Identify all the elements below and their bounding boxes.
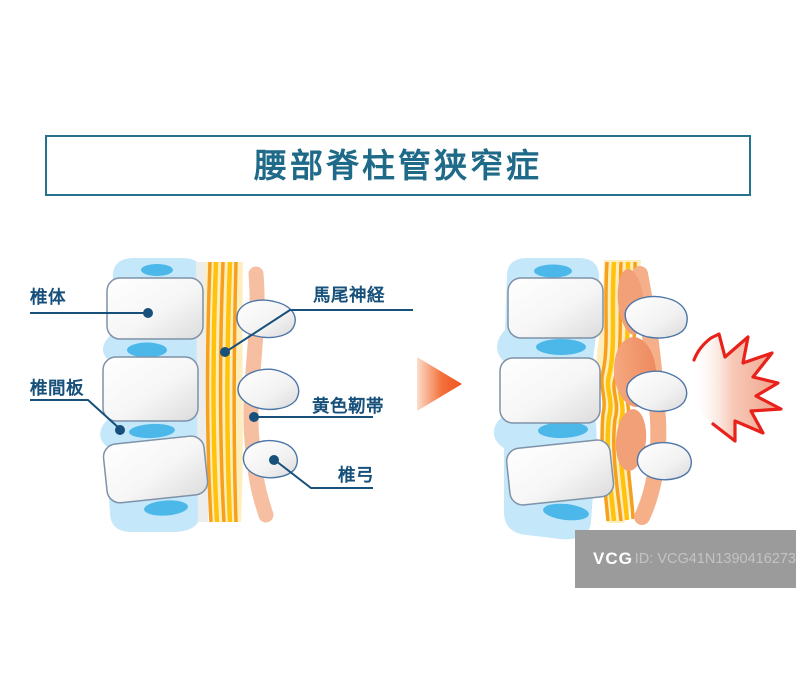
vertebra-shape: [106, 277, 204, 340]
label-dot: [269, 455, 279, 465]
vcg-logo-text: VCG: [593, 549, 633, 568]
disc-ellipse: [538, 421, 588, 439]
label-dot: [249, 412, 259, 422]
disc-ellipse: [141, 264, 173, 276]
label-dot: [220, 347, 230, 357]
stenotic-spine-diagram: [493, 258, 783, 540]
vertebral-arch-shape: [624, 295, 688, 339]
leader-line: [226, 309, 413, 352]
vertebral-arch-shape: [236, 299, 296, 339]
vertebra-shape: [499, 357, 601, 424]
disc-ellipse: [144, 500, 188, 516]
right-arrow-icon: [417, 357, 462, 411]
label-vertebral-body: 椎体: [29, 287, 66, 307]
label-cauda-equina: 馬尾神経: [313, 285, 385, 305]
leader-line: [30, 399, 121, 430]
disc-ellipse: [536, 339, 586, 355]
pain-burst-icon: [692, 332, 783, 443]
vertebral-arch-shape: [237, 368, 300, 411]
vertebra-shape: [102, 356, 199, 422]
label-dot: [143, 308, 153, 318]
disc-ellipse: [129, 423, 175, 439]
disc-ellipse: [127, 342, 167, 358]
vertebral-arch-shape: [636, 441, 692, 481]
label-vertebral-arch: 椎弓: [337, 465, 374, 485]
normal-spine-diagram: [100, 258, 300, 532]
vertebral-arch-shape: [626, 370, 688, 413]
disc-ellipse: [543, 503, 589, 521]
vertebra-shape: [505, 439, 615, 506]
ligamentum-flavum-stripes: [205, 261, 238, 523]
vertebra-shape: [507, 277, 604, 339]
watermark-bar: VCG ID: VCG41N1390416273: [575, 530, 796, 588]
leader-line: [275, 460, 373, 489]
watermark-id-text: ID: VCG41N1390416273: [634, 551, 796, 567]
page-title: 腰部脊柱管狭窄症: [254, 147, 542, 184]
vertebra-shape: [102, 435, 209, 504]
label-dot: [115, 425, 125, 435]
label-intervertebral-disc: 椎間板: [29, 378, 84, 398]
title-box: 腰部脊柱管狭窄症: [45, 135, 751, 196]
vcg-pinwheel-icon: [630, 558, 632, 560]
annotation-labels: 椎体 椎間板 馬尾神経 黄色靭帯 椎弓: [29, 285, 413, 489]
label-yellow-ligament: 黄色靭帯: [312, 396, 384, 416]
disc-ellipse: [534, 264, 572, 278]
